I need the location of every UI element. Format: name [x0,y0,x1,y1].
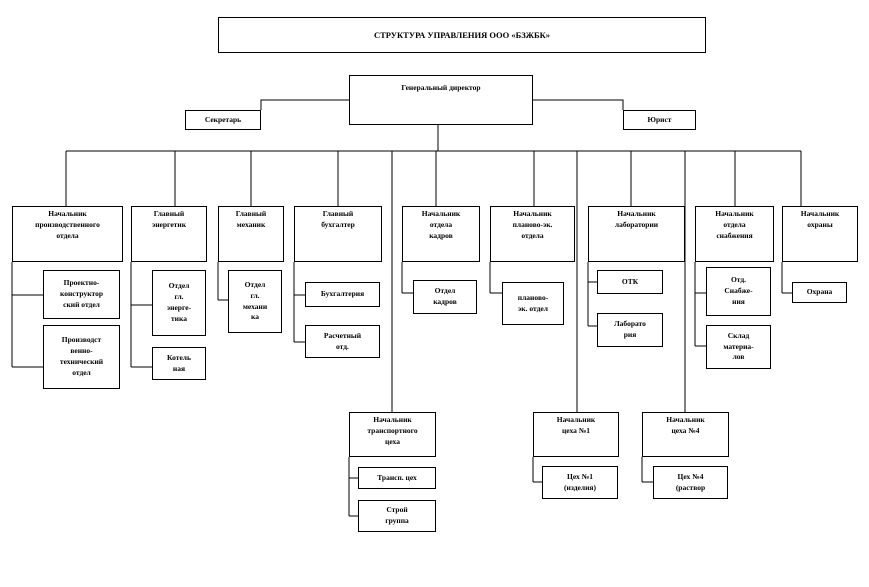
head-transport: Начальник транспортного цеха [349,412,436,457]
sub-mech-dept: Отдел гл. механи ка [228,270,282,333]
sub-hr-dept: Отдел кадров [413,280,477,314]
lawyer-box: Юрист [623,110,696,130]
sub-payroll: Расчетный отд. [305,325,380,358]
head-accountant: Главный бухгалтер [294,206,382,262]
head-energy: Главный энергетик [131,206,207,262]
head-security: Начальник охраны [782,206,858,262]
sub-accounting: Бухгалтерия [305,282,380,307]
head-lab: Начальник лаборатории [588,206,685,262]
sub-supply-dept: Отд. Снабже- ния [706,267,771,316]
sub-tech-dept: Производст венно- технический отдел [43,325,120,389]
head-finance: Начальник планово-эк. отдела [490,206,575,262]
secretary-box: Секретарь [185,110,261,130]
sub-shop1-dept: Цех №1 (изделия) [542,466,618,499]
sub-warehouse: Склад материа- лов [706,325,771,369]
sub-boiler: Котель ная [152,347,206,380]
sub-construction-group: Строй группа [358,500,436,532]
chart-title: СТРУКТУРА УПРАВЛЕНИЯ ООО «БЗЖБК» [218,17,706,53]
sub-energy-dept: Отдел гл. энерге- тика [152,270,206,336]
head-hr: Начальник отдела кадров [402,206,480,262]
sub-finance-dept: планово- эк. отдел [502,282,564,325]
head-production: Начальник производственного отдела [12,206,123,262]
sub-design-dept: Проектно- конструктор ский отдел [43,270,120,319]
sub-otk: ОТК [597,270,663,294]
sub-guard: Охрана [792,282,847,303]
head-shop4: Начальник цеха №4 [642,412,729,457]
head-supply: Начальник отдела снабжения [695,206,774,262]
director-box: Генеральный директор [349,75,533,125]
head-mechanic: Главный механик [218,206,284,262]
head-shop1: Начальник цеха №1 [533,412,619,457]
sub-transport-shop: Трансп. цех [358,467,436,489]
sub-laboratory: Лаборато рия [597,313,663,347]
sub-shop4-dept: Цех №4 (раствор [653,466,728,499]
